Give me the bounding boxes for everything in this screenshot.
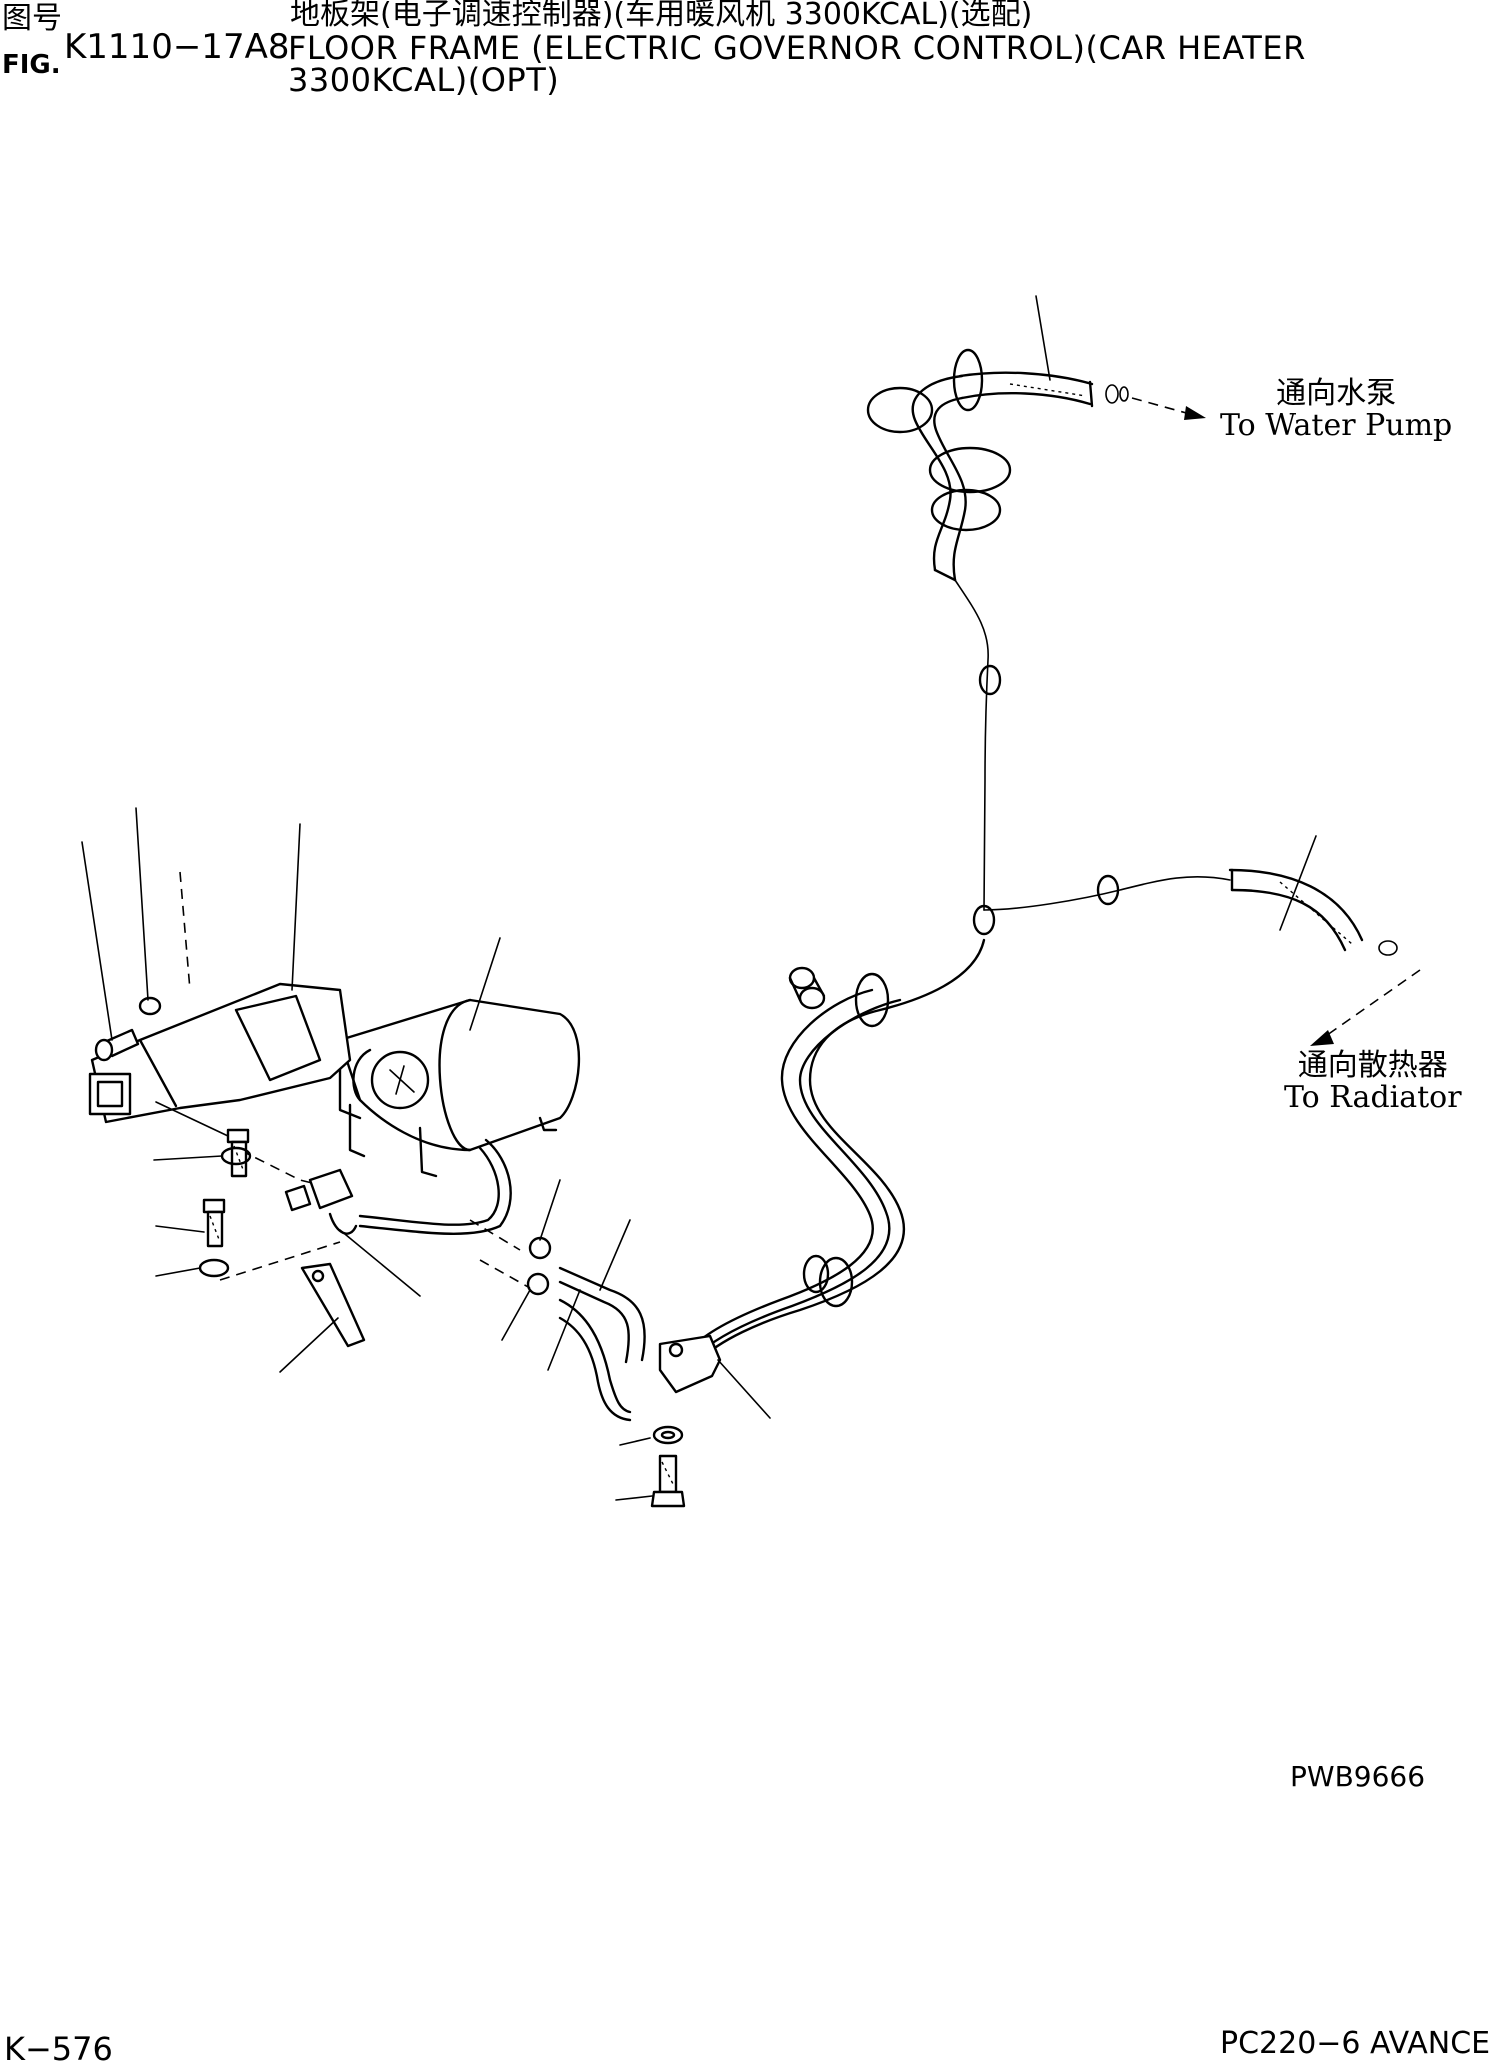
- cable-clip-2: [972, 904, 996, 936]
- clamp-bracket: [658, 1334, 771, 1419]
- radiator-hose: [1228, 835, 1398, 956]
- label-to-radiator: 通向散热器 To Radiator: [1284, 1050, 1462, 1113]
- bolt-upper-left: [155, 1101, 250, 1178]
- fig-label-en: FIG.: [2, 50, 61, 80]
- hose-clamp-mid: [802, 1254, 854, 1308]
- water-pump-en: To Water Pump: [1220, 407, 1453, 443]
- leader-upper-hose: [1035, 295, 1051, 381]
- thin-cable: [954, 579, 989, 911]
- water-pump-cn: 通向水泵: [1276, 376, 1397, 411]
- upper-hose: [911, 371, 1094, 582]
- fig-label-cn: 图号: [2, 1, 62, 36]
- title-cn: 地板架(电子调速控制器)(车用暖风机 3300KCAL)(选配): [290, 0, 1033, 32]
- page-number: K−576: [4, 2030, 113, 2068]
- bolt-lower-left: [155, 1198, 226, 1248]
- short-hoses: [547, 1219, 646, 1422]
- label-to-water-pump: 通向水泵 To Water Pump: [1220, 378, 1452, 441]
- air-duct: [88, 823, 352, 1124]
- title-en-line2: 3300KCAL)(OPT): [288, 61, 560, 99]
- arrow-water-pump: [1131, 397, 1206, 420]
- resistor-connector: [284, 1168, 421, 1297]
- title-en-line1: FLOOR FRAME (ELECTRIC GOVERNOR CONTROL)(…: [288, 29, 1306, 67]
- heater-wire-2: [358, 1146, 500, 1226]
- fig-code: K1110−17A8: [64, 27, 290, 67]
- washer-lower-left: [155, 1258, 230, 1278]
- main-heater-hoses: [688, 938, 986, 1362]
- heater-wire: [358, 1138, 512, 1235]
- bolt-bottom: [615, 1454, 686, 1508]
- hose-clamp-top: [854, 972, 890, 1028]
- drawing-code: PWB9666: [1290, 1760, 1426, 1793]
- screw-top: [81, 807, 162, 1062]
- cable-clip-1: [978, 664, 1002, 696]
- mounting-bracket: [279, 1262, 366, 1373]
- washer-upper-left: [153, 1146, 252, 1166]
- hose-sleeve: [788, 966, 826, 1010]
- arrow-radiator: [1310, 969, 1421, 1046]
- hose-clips-upper: [866, 348, 1129, 532]
- radiator-cn: 通向散热器: [1297, 1048, 1448, 1083]
- heater-unit: [338, 937, 581, 1178]
- radiator-en: To Radiator: [1284, 1079, 1462, 1115]
- washer-bottom: [619, 1425, 684, 1446]
- model-name: PC220−6 AVANCE: [1220, 2026, 1491, 2061]
- hose-nuts: [501, 1179, 561, 1341]
- cable-right: [983, 875, 1231, 911]
- cable-clip-3: [1096, 874, 1120, 906]
